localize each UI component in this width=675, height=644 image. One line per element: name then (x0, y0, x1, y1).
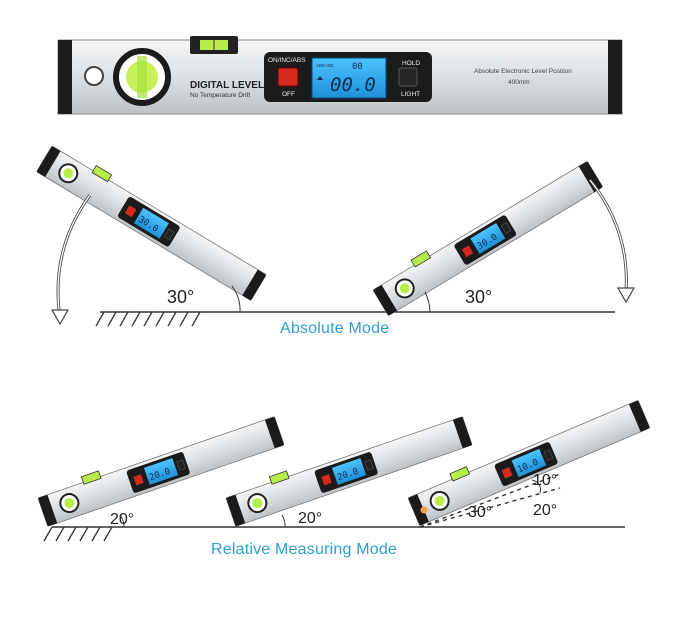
left-angle-label: 20° (110, 511, 134, 528)
left-rotation-arrow (56, 194, 92, 319)
absolute-mode-caption: Absolute Mode (280, 320, 390, 337)
right-end-cap (608, 40, 622, 114)
top-vial (190, 36, 238, 54)
hold-label: HOLD (402, 60, 420, 67)
left-end-cap (58, 40, 72, 114)
left-arrowhead-icon (50, 309, 70, 326)
right-rotation-arrow (588, 179, 628, 293)
brand-text: DIGITAL LEVEL (190, 80, 264, 91)
relative-mode-caption: Relative Measuring Mode (211, 541, 398, 558)
right-arrowhead-icon (616, 287, 636, 304)
subtitle-text: No Temperature Drift (190, 92, 250, 99)
lcd-small-value: 00 (352, 62, 363, 72)
reference-line-30 (419, 473, 561, 528)
spec-line-2: 400mm (508, 79, 530, 86)
indicator-dot (420, 506, 428, 514)
power-button[interactable] (277, 67, 299, 87)
hold-button[interactable] (398, 67, 418, 87)
round-vial (113, 48, 171, 106)
mode-button-label: ON/INC/ABS (268, 57, 306, 64)
angle-30-label: 30° (468, 504, 492, 521)
middle-angle-label: 20° (298, 510, 322, 527)
absolute-left-level: 30.0 (35, 139, 271, 302)
relative-right-level: 10.0 (404, 393, 651, 527)
relative-mode-diagram: 20.0 20° 20.0 20° 10.0 30° 20° 10° (35, 393, 651, 542)
off-label: OFF (282, 91, 295, 98)
left-angle-label: 30° (167, 287, 194, 307)
lcd-mode-labels: ABS INC (316, 63, 335, 68)
ground-hatching (95, 311, 201, 327)
absolute-right-level: 30.0 (368, 155, 604, 317)
light-label: LIGHT (401, 91, 420, 98)
angle-10-label: 10° (533, 472, 557, 489)
relative-left-level: 20.0 (35, 409, 286, 528)
lcd-arrow-icon (317, 76, 323, 80)
right-angle-label: 30° (465, 287, 492, 307)
lcd-main-value: 00.0 (330, 74, 376, 96)
lcd-screen (311, 57, 387, 99)
absolute-mode-diagram: 30.0 30° 30.0 30° (35, 139, 636, 327)
reference-line-20 (419, 487, 561, 528)
spec-line-1: Absolute Electronic Level Position (474, 68, 572, 75)
hero-level: DIGITAL LEVEL No Temperature Drift ON/IN… (57, 36, 623, 115)
relative-middle-level: 20.0 (223, 409, 474, 528)
angle-20-label: 20° (533, 502, 557, 519)
ground-hatching (43, 526, 113, 542)
hanging-hole (84, 66, 104, 86)
